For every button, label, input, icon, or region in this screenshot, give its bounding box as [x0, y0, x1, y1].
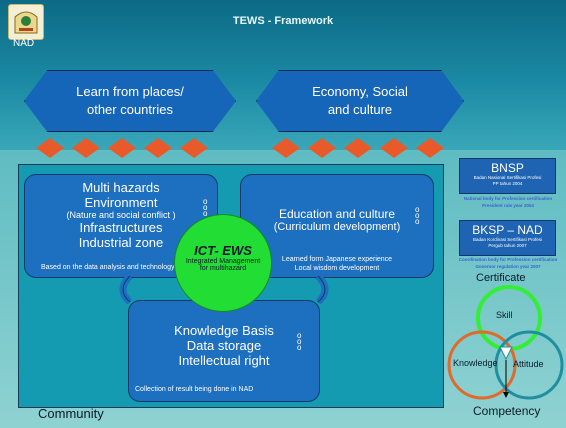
- education-line2: (Curriculum development): [273, 221, 401, 233]
- double-arrow-icon: [36, 138, 64, 158]
- bksp-note1: Coordination body for Profession certifi…: [458, 257, 558, 262]
- hazards-note: Based on the data analysis and technolog…: [41, 264, 175, 271]
- skill-label: Skill: [496, 310, 513, 320]
- learn-line1: Learn from places/: [76, 84, 184, 100]
- ict-ews-title: ICT- EWS: [194, 243, 252, 258]
- education-note1: Learned form Japanese experience: [281, 256, 393, 263]
- bksp-sub2: Pergub tahun 2007: [488, 242, 527, 248]
- knowledge-basis-box: Knowledge Basis Data storage Intellectua…: [128, 300, 320, 402]
- knowledge-ring: [447, 330, 517, 400]
- bnsp-note2: President rule year 2004: [482, 203, 534, 208]
- competency-venn: [447, 285, 564, 400]
- community-label: Community: [38, 406, 104, 421]
- bnsp-sub1: Badan Nasional Sertifikasi Profesi: [473, 175, 542, 180]
- attitude-label: Attitude: [513, 359, 544, 369]
- knowledge-line2: Data storage: [186, 338, 262, 353]
- double-arrow-icon: [108, 138, 136, 158]
- double-arrow-icon: [416, 138, 444, 158]
- education-note2: Local wisdom development: [294, 265, 380, 272]
- left-arrow-group: [36, 138, 216, 160]
- attitude-ring: [494, 330, 564, 400]
- bksp-sub1: Badan Kordinasi Sertifikasi Profesi: [472, 237, 543, 242]
- double-arrow-icon: [344, 138, 372, 158]
- hazards-line4: Infrastructures: [79, 220, 163, 235]
- bksp-title: BKSP – NAD: [472, 223, 543, 237]
- bnsp-title: BNSP: [491, 161, 524, 175]
- education-culture-box: Education and culture (Curriculum develo…: [240, 174, 434, 278]
- double-arrow-icon: [72, 138, 100, 158]
- competency-label: Competency: [473, 404, 541, 418]
- hazards-line1: Multi hazards: [82, 180, 160, 195]
- certificate-label: Certificate: [476, 272, 526, 284]
- bnsp-note1: National body for Profession certificati…: [463, 196, 553, 201]
- ict-ews-sub1: Integrated Management: [185, 258, 261, 265]
- knowledge-label: Knowledge: [453, 358, 498, 368]
- economy-social-culture-box: Economy, Social and culture: [256, 70, 464, 132]
- hazards-line5: Industrial zone: [78, 235, 164, 250]
- slide-title: TEWS - Framework: [232, 15, 334, 27]
- learn-line2: other countries: [86, 102, 173, 117]
- ict-ews-circle: ICT- EWS Integrated Management for multi…: [174, 214, 272, 312]
- emblem-icon: [8, 4, 44, 40]
- double-arrow-icon: [180, 138, 208, 158]
- economy-line2: and culture: [327, 102, 393, 117]
- down-arrow-icon: [503, 392, 509, 398]
- double-arrow-icon: [308, 138, 336, 158]
- knowledge-line1: Knowledge Basis: [174, 323, 274, 338]
- ict-ews-sub2: for multihazard: [199, 265, 247, 272]
- bksp-note2: Governor regulation year 2007: [475, 264, 541, 269]
- bnsp-sub2: PP tahun 2004: [492, 180, 523, 186]
- hazards-line3: (Nature and social conflict ): [66, 210, 176, 220]
- knowledge-line3: Intellectual right: [178, 353, 270, 368]
- right-arrow-group: [272, 138, 452, 160]
- bksp-box: BKSP – NAD Badan Kordinasi Sertifikasi P…: [459, 220, 556, 256]
- knowledge-note: Collection of result being done in NAD: [135, 386, 254, 393]
- overlap-marker: [499, 346, 513, 361]
- double-arrow-icon: [380, 138, 408, 158]
- bnsp-box: BNSP Badan Nasional Sertifikasi Profesi …: [459, 158, 556, 194]
- double-arrow-icon: [144, 138, 172, 158]
- nad-label: NAD: [13, 38, 35, 49]
- double-arrow-icon: [272, 138, 300, 158]
- education-line1: Education and culture: [278, 207, 396, 221]
- economy-line1: Economy, Social: [312, 84, 408, 100]
- hazards-line2: Environment: [84, 195, 158, 210]
- learn-from-places-box: Learn from places/ other countries: [24, 70, 236, 132]
